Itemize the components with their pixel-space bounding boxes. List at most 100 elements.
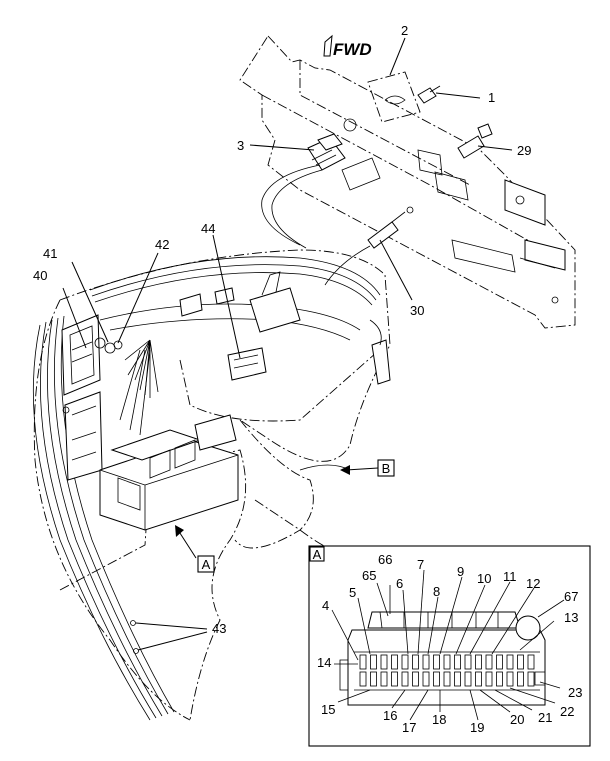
callout-41: 41 <box>43 246 57 261</box>
terminal-slot <box>422 671 430 687</box>
inset-callout-14: 14 <box>317 655 331 670</box>
view-b-label: B <box>382 461 391 476</box>
inset-callout-21: 21 <box>538 710 552 725</box>
callout-2: 2 <box>401 23 408 38</box>
terminal-slot <box>443 654 451 670</box>
terminal-slot <box>475 654 482 670</box>
callout-40: 40 <box>33 268 47 283</box>
inset-callout-20: 20 <box>510 712 524 727</box>
inset-detail-a: A <box>308 545 591 747</box>
view-a-box <box>197 555 215 573</box>
screw <box>417 85 441 104</box>
mounting-bracket <box>239 35 576 329</box>
view-a-label: A <box>202 557 211 572</box>
terminal-slot <box>517 671 524 687</box>
inset-label: A <box>313 547 322 562</box>
terminal-slot <box>517 654 524 670</box>
view-arrow-b <box>340 465 379 475</box>
terminal-slot <box>433 671 440 687</box>
terminal-slot <box>412 671 419 687</box>
cable <box>261 164 321 246</box>
terminal-slot <box>401 654 409 670</box>
terminal-slots <box>359 654 535 687</box>
connector-latch <box>515 615 541 641</box>
junction-bracket <box>369 319 391 385</box>
terminal-slot <box>496 671 503 687</box>
terminal-slot <box>370 654 377 670</box>
terminal-slot <box>527 671 535 687</box>
inset-callout-17: 17 <box>402 720 416 735</box>
cover-plate <box>367 71 421 123</box>
inset-callout-5: 5 <box>349 585 356 600</box>
inset-callout-65: 65 <box>362 568 376 583</box>
inset-label-box <box>309 546 325 562</box>
leader-lines <box>62 37 513 651</box>
terminal-slot <box>485 654 493 670</box>
inset-callout-13: 13 <box>564 610 578 625</box>
inset-callout-10: 10 <box>477 571 491 586</box>
inset-callout-8: 8 <box>433 584 440 599</box>
inset-leader-lines <box>331 569 565 721</box>
terminal-slot <box>496 654 503 670</box>
callout-43: 43 <box>212 621 226 636</box>
connector-top-row <box>367 611 521 629</box>
sensor-lead <box>324 211 406 286</box>
terminal-slot <box>506 654 514 670</box>
terminal-slot <box>401 671 409 687</box>
cable <box>271 169 323 249</box>
terminal-slot <box>454 671 461 687</box>
callout-42: 42 <box>155 237 169 252</box>
terminal-slot <box>433 654 440 670</box>
fwd-label: FWD <box>333 40 372 59</box>
terminal-slot <box>359 654 367 670</box>
terminal-slot <box>370 671 377 687</box>
callout-30: 30 <box>410 303 424 318</box>
control-module <box>179 271 301 381</box>
terminal-slot <box>380 654 388 670</box>
inset-callout-11: 11 <box>503 569 517 584</box>
terminal-slot <box>412 654 419 670</box>
connector-body <box>347 629 546 706</box>
terminal-slot <box>475 671 482 687</box>
inset-callout-15: 15 <box>321 702 335 717</box>
inset-callout-23: 23 <box>568 685 582 700</box>
inset-callout-6: 6 <box>396 576 403 591</box>
inset-callout-66: 66 <box>378 552 392 567</box>
terminal-slot <box>391 671 398 687</box>
connector <box>307 133 346 171</box>
terminal-slot <box>485 671 493 687</box>
terminal-slot <box>506 671 514 687</box>
terminal-slot <box>464 654 472 670</box>
terminal-slot <box>422 654 430 670</box>
view-arrow-a <box>175 525 197 559</box>
pin <box>130 620 136 626</box>
inset-callout-18: 18 <box>432 712 446 727</box>
inset-callout-9: 9 <box>457 564 464 579</box>
callout-3: 3 <box>237 138 244 153</box>
view-b-box <box>377 459 395 477</box>
relay-block <box>61 314 123 396</box>
pin <box>133 648 139 654</box>
inset-callout-19: 19 <box>470 720 484 735</box>
terminal-slot <box>464 671 472 687</box>
terminal-slot <box>359 671 367 687</box>
fuse-box <box>99 414 239 531</box>
terminal-slot <box>380 671 388 687</box>
callout-29: 29 <box>517 143 531 158</box>
callout-44: 44 <box>201 221 215 236</box>
terminal-slot <box>454 654 461 670</box>
terminal-slot <box>443 671 451 687</box>
forward-arrow: FWD <box>323 34 372 59</box>
inset-callout-7: 7 <box>417 557 424 572</box>
callout-1: 1 <box>488 90 495 105</box>
inset-callout-67: 67 <box>564 589 578 604</box>
inset-callout-4: 4 <box>322 598 329 613</box>
inset-callout-16: 16 <box>383 708 397 723</box>
terminal-slot <box>391 654 398 670</box>
side-bracket <box>62 391 103 481</box>
screw <box>457 123 493 159</box>
inset-callout-12: 12 <box>526 576 540 591</box>
terminal-slot <box>527 654 535 670</box>
inset-callout-22: 22 <box>560 704 574 719</box>
